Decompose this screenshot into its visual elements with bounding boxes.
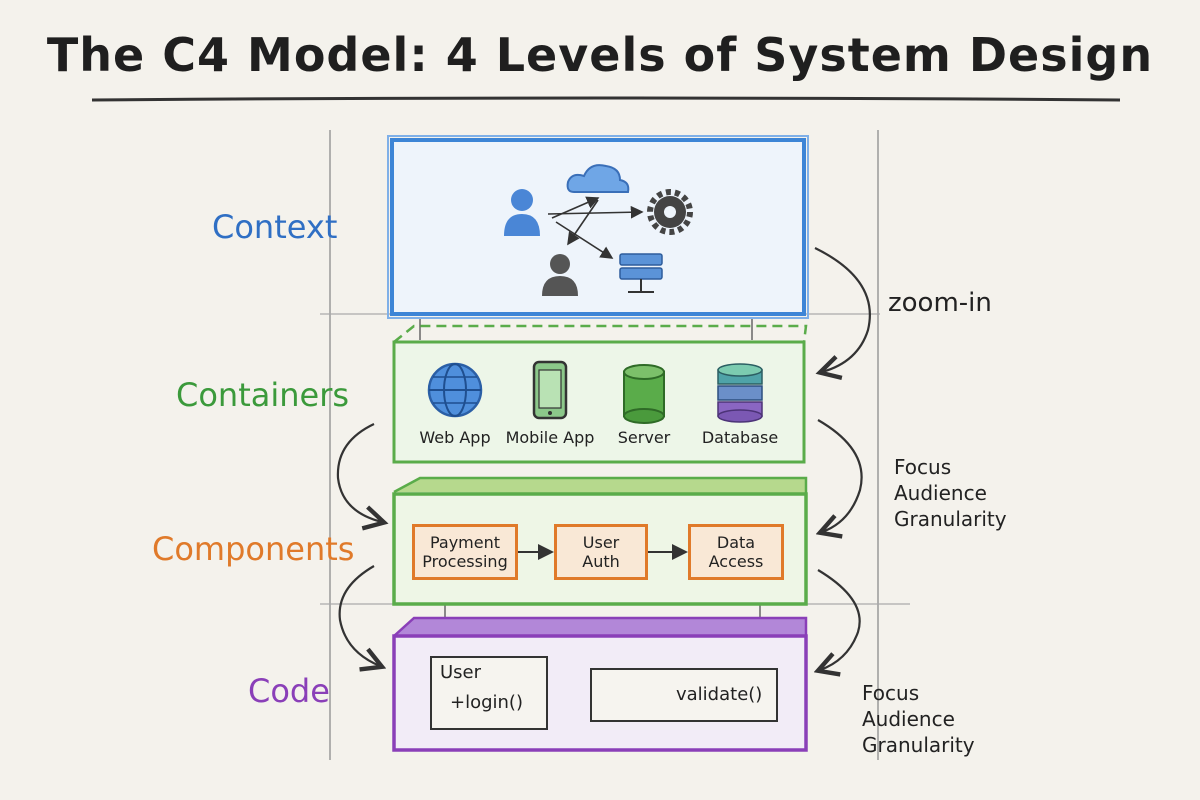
side-note-second: Focus Audience Granularity	[862, 680, 975, 758]
server-icon	[619, 253, 663, 293]
side-note-first: Focus Audience Granularity	[894, 454, 1007, 532]
code-class-name: User	[440, 662, 482, 683]
side-note-focus: Focus	[894, 455, 952, 479]
component-data-access: Data Access	[688, 524, 784, 580]
person-icon	[504, 189, 540, 236]
level-label-code: Code	[248, 672, 330, 710]
container-label-web-app: Web App	[419, 428, 491, 447]
component-line: Data	[716, 533, 756, 552]
gear-icon	[647, 189, 693, 235]
container-label-server: Server	[617, 428, 671, 447]
page-title: The C4 Model: 4 Levels of System Design	[46, 28, 1154, 82]
component-line: Payment	[429, 533, 501, 552]
component-payment-processing: Payment Processing	[412, 524, 518, 580]
cloud-icon	[566, 164, 630, 193]
person-icon	[542, 254, 578, 296]
level-label-containers: Containers	[176, 376, 350, 414]
side-note-granularity: Granularity	[862, 733, 975, 757]
component-line: Auth	[582, 552, 620, 571]
component-line: Processing	[422, 552, 508, 571]
level-label-components: Components	[152, 530, 355, 568]
code-call-box: validate()	[590, 668, 778, 722]
component-user-auth: User Auth	[554, 524, 648, 580]
zoom-arrow	[336, 423, 382, 522]
level-label-context: Context	[212, 208, 338, 246]
zoom-arrow	[814, 247, 871, 372]
context-box	[387, 135, 809, 319]
component-line: User	[582, 533, 620, 552]
side-note-audience: Audience	[894, 481, 987, 505]
code-class-box: User +login()	[430, 656, 548, 730]
zoom-arrow	[818, 569, 861, 670]
code-call: validate()	[676, 684, 763, 705]
component-line: Access	[708, 552, 764, 571]
side-note-focus: Focus	[862, 681, 920, 705]
container-label-mobile-app: Mobile App	[505, 428, 595, 447]
side-note-audience: Audience	[862, 707, 955, 731]
database-icon	[717, 363, 763, 423]
globe-icon	[427, 362, 483, 418]
phone-icon	[532, 360, 568, 420]
side-note-granularity: Granularity	[894, 507, 1007, 531]
cylinder-icon	[623, 364, 665, 424]
title-underline	[91, 96, 1121, 102]
zoom-arrow	[818, 419, 863, 532]
zoom-in-label: zoom-in	[888, 288, 992, 318]
container-label-database: Database	[701, 428, 779, 447]
zoom-arrow	[338, 565, 380, 666]
code-method: +login()	[450, 692, 523, 713]
